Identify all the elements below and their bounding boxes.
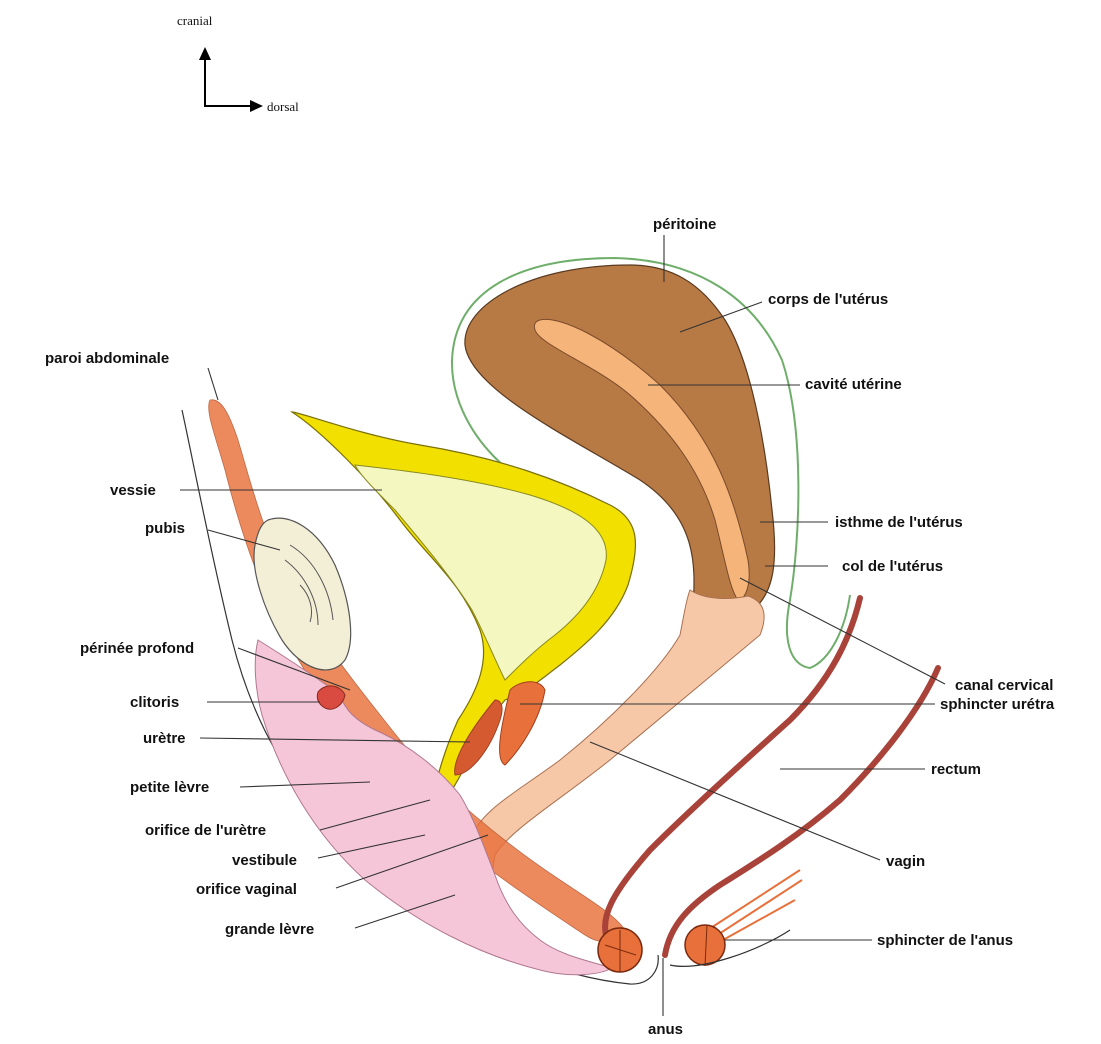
label-grande-levre: grande lèvre [225,921,314,938]
label-corps-uterus: corps de l'utérus [768,291,888,308]
label-vestibule: vestibule [232,852,297,869]
label-sphincter-uretra: sphincter urétra [940,696,1055,713]
label-petite-levre: petite lèvre [130,779,209,796]
label-paroi-abdominale: paroi abdominale [45,350,169,367]
label-canal-cervical: canal cervical [955,677,1053,694]
label-isthme: isthme de l'utérus [835,514,963,531]
dorsal-label: dorsal [267,99,299,114]
label-vessie: vessie [110,482,156,499]
dorsal-arrowhead-icon [250,100,263,112]
label-perinee-profond: périnée profond [80,640,194,657]
label-peritoine: péritoine [653,216,716,233]
cranial-arrowhead-icon [199,47,211,60]
label-sphincter-anus: sphincter de l'anus [877,932,1013,949]
label-vagin: vagin [886,853,925,870]
label-orifice-uretre: orifice de l'urètre [145,822,266,839]
label-orifice-vaginal: orifice vaginal [196,881,297,898]
label-rectum: rectum [931,761,981,778]
label-cavite-uterine: cavité utérine [805,376,902,393]
label-anus: anus [648,1021,683,1038]
label-clitoris: clitoris [130,694,179,711]
leader-canal-cervical [740,578,945,684]
cranial-label: cranial [177,13,213,28]
label-col: col de l'utérus [842,558,943,575]
label-pubis: pubis [145,520,185,537]
leader-paroi-abdominale [208,368,218,400]
orientation-indicator: cranial dorsal [177,13,299,114]
label-uretre: urètre [143,730,186,747]
